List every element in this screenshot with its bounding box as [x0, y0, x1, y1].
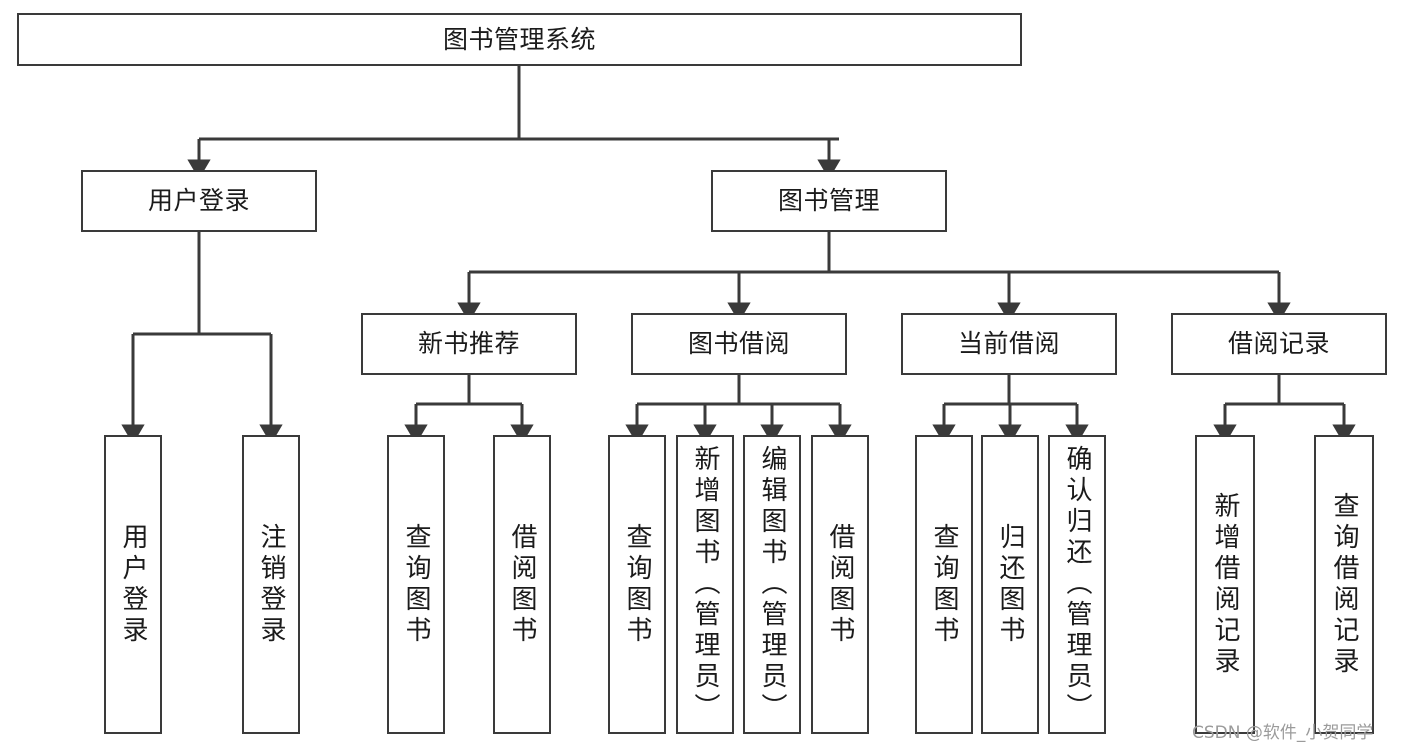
leaf-borrow-borrow-book[interactable]: 借阅图书 — [811, 435, 869, 734]
node-label: 确认归还（管理员） — [1062, 445, 1092, 724]
node-label: 当前借阅 — [957, 329, 1060, 358]
node-label: 用户登录 — [118, 522, 148, 647]
leaf-borrow-query-book[interactable]: 查询图书 — [608, 435, 666, 734]
node-label: 归还图书 — [995, 522, 1025, 647]
leaf-user-login-signout[interactable]: 注销登录 — [242, 435, 300, 734]
leaf-current-confirm-return-admin[interactable]: 确认归还（管理员） — [1048, 435, 1106, 734]
node-label: 图书管理 — [777, 186, 880, 215]
node-label: 借阅图书 — [507, 522, 537, 647]
node-user-login[interactable]: 用户登录 — [81, 170, 317, 232]
node-label: 借阅图书 — [825, 522, 855, 647]
csdn-watermark: CSDN @软件_小贺同学 — [1192, 718, 1373, 743]
node-label: 注销登录 — [256, 522, 286, 647]
watermark-text: CSDN @软件_小贺同学 — [1192, 723, 1374, 743]
node-label: 查询图书 — [929, 522, 959, 647]
leaf-user-login-signin[interactable]: 用户登录 — [104, 435, 162, 734]
leaf-borrow-edit-book-admin[interactable]: 编辑图书（管理员） — [743, 435, 801, 734]
node-label: 图书借阅 — [687, 329, 790, 358]
node-label: 查询图书 — [622, 522, 652, 647]
node-label: 新书推荐 — [417, 329, 520, 358]
leaf-current-query-book[interactable]: 查询图书 — [915, 435, 973, 734]
node-label: 编辑图书（管理员） — [757, 445, 787, 724]
node-label: 图书管理系统 — [442, 24, 596, 54]
node-book-borrow[interactable]: 图书借阅 — [631, 313, 847, 375]
node-label: 查询图书 — [401, 522, 431, 647]
leaf-record-add-record[interactable]: 新增借阅记录 — [1195, 435, 1255, 734]
node-borrow-record[interactable]: 借阅记录 — [1171, 313, 1387, 375]
node-label: 新增图书（管理员） — [690, 445, 720, 724]
leaf-recommend-query-book[interactable]: 查询图书 — [387, 435, 445, 734]
node-label: 查询借阅记录 — [1329, 491, 1359, 678]
node-label: 借阅记录 — [1227, 329, 1330, 358]
node-label: 新增借阅记录 — [1210, 491, 1240, 678]
leaf-borrow-add-book-admin[interactable]: 新增图书（管理员） — [676, 435, 734, 734]
node-new-book-recommend[interactable]: 新书推荐 — [361, 313, 577, 375]
node-book-management[interactable]: 图书管理 — [711, 170, 947, 232]
node-label: 用户登录 — [147, 186, 250, 215]
leaf-record-query-record[interactable]: 查询借阅记录 — [1314, 435, 1374, 734]
node-root[interactable]: 图书管理系统 — [17, 13, 1022, 66]
leaf-recommend-borrow-book[interactable]: 借阅图书 — [493, 435, 551, 734]
node-current-borrow[interactable]: 当前借阅 — [901, 313, 1117, 375]
leaf-current-return-book[interactable]: 归还图书 — [981, 435, 1039, 734]
